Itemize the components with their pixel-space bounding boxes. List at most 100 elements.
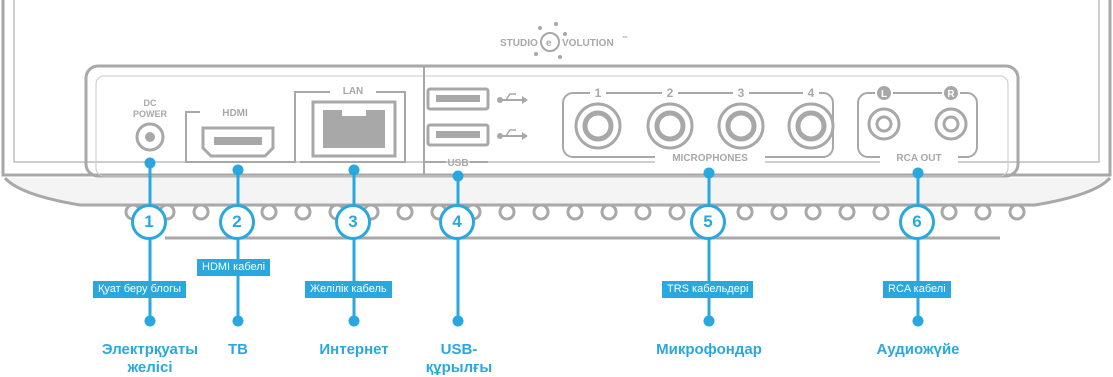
usb-port-1	[426, 87, 490, 111]
callout-number-2: 2	[219, 204, 255, 240]
device-foot	[3, 176, 1112, 207]
rca-jack-right-inner	[942, 115, 960, 133]
mic-jack-1-inner	[582, 110, 614, 142]
cable-label-trs: TRS кабельдері	[662, 281, 754, 298]
brand-dot	[554, 22, 558, 26]
vent-dot	[498, 203, 516, 221]
mic-jack-4-inner	[795, 110, 827, 142]
dc-power-port	[135, 122, 165, 152]
hdmi-port	[201, 126, 275, 158]
usb-symbol-icon	[497, 129, 528, 140]
lan-port-inner	[323, 110, 385, 148]
connector-dot-top-4	[452, 170, 464, 182]
hdmi-label-bg	[213, 107, 257, 117]
vent-dot	[1008, 203, 1026, 221]
vent-dot	[192, 203, 210, 221]
destination-usb-device: USB-құрылғы	[425, 341, 493, 376]
usb-port-2	[426, 123, 490, 147]
usb-port-1-tongue	[436, 95, 480, 102]
callout-number-5: 5	[690, 204, 726, 240]
cable-label-network: Желілік кабель	[305, 281, 392, 298]
vent-dot	[668, 203, 686, 221]
mic-jack-4	[787, 102, 835, 150]
connector-dot-bottom-1	[144, 315, 156, 327]
vent-dot	[260, 203, 278, 221]
mic-jack-1	[574, 102, 622, 150]
vent-dot	[600, 203, 618, 221]
rca-r-badge	[942, 84, 960, 102]
connector-dot-bottom-5	[703, 315, 715, 327]
vent-dot	[532, 203, 550, 221]
rca-jack-right	[934, 107, 968, 141]
vent-dot	[872, 203, 890, 221]
vent-dot	[770, 203, 788, 221]
vent-dot	[940, 203, 958, 221]
brand-text-left: STUDIO	[500, 38, 538, 49]
vent-dot	[566, 203, 584, 221]
mic-number-4: 4	[808, 86, 815, 100]
hdmi-lan-bracket	[185, 91, 406, 163]
rca-l-letter: L	[881, 89, 887, 100]
connector-dot-bottom-3	[348, 315, 360, 327]
connector-dot-top-5	[703, 167, 715, 179]
mic-jack-3-inner	[725, 110, 757, 142]
mic-number-1: 1	[595, 86, 602, 100]
brand-logo: STUDIO e VOLUTION ™	[500, 22, 628, 59]
vent-dot	[804, 203, 822, 221]
hdmi-label: HDMI	[222, 108, 248, 119]
destination-audio-system: Аудиожүйе	[876, 341, 960, 358]
vent-dot	[974, 203, 992, 221]
mic-label-bg	[655, 150, 765, 164]
rca-l-badge	[875, 84, 893, 102]
callout-number-1: 1	[131, 204, 167, 240]
rca-out-label: RCA OUT	[896, 153, 941, 164]
device-inner-outline	[13, 0, 1100, 163]
dc-label-line1: DC	[144, 98, 157, 108]
destination-microphones: Микрофондар	[656, 341, 762, 358]
lan-label-bg	[330, 82, 376, 96]
cable-label-power: Қуат беру блогы	[93, 281, 186, 298]
callout-number-4: 4	[439, 204, 475, 240]
brand-e-mark: e	[546, 38, 552, 49]
vent-dot	[396, 203, 414, 221]
mic-jack-2	[646, 102, 694, 150]
lan-port	[311, 100, 397, 158]
mic-number-2: 2	[667, 86, 674, 100]
connector-dot-bottom-2	[232, 315, 244, 327]
brand-dot	[558, 55, 562, 59]
microphones-label: MICROPHONES	[672, 153, 748, 164]
dc-label-line2: POWER	[133, 109, 168, 119]
connector-dot-top-1	[144, 157, 156, 169]
connector-dot-top-3	[348, 164, 360, 176]
connector-dot-bottom-4	[452, 315, 464, 327]
brand-e-circle	[540, 32, 560, 52]
usb-symbol-icon	[497, 93, 528, 104]
brand-dot	[534, 52, 538, 56]
destination-power-grid: Электрқуаты желісі	[101, 341, 199, 376]
rca-label-bg	[880, 150, 958, 164]
dc-power-pin	[145, 132, 155, 142]
hdmi-port-pins	[214, 137, 262, 145]
callout-number-3: 3	[335, 204, 371, 240]
brand-dot	[538, 26, 542, 30]
vent-dot	[634, 203, 652, 221]
usb-port-2-tongue	[436, 131, 480, 138]
mic-jack-3	[717, 102, 765, 150]
destination-internet: Интернет	[319, 341, 389, 358]
callout-number-6: 6	[899, 204, 935, 240]
mic-jack-2-inner	[654, 110, 686, 142]
vent-dot	[294, 203, 312, 221]
rca-jack-left-inner	[875, 115, 893, 133]
connector-dot-top-6	[912, 167, 924, 179]
vent-dots	[124, 203, 1026, 221]
destination-tv: ТВ	[228, 341, 248, 358]
vent-dot	[736, 203, 754, 221]
cable-label-hdmi: HDMI кабелі	[197, 259, 271, 276]
rca-r-letter: R	[947, 89, 955, 100]
connector-dot-top-2	[232, 164, 244, 176]
lan-label: LAN	[343, 86, 364, 97]
brand-text-right: VOLUTION	[562, 38, 614, 49]
vent-dot	[838, 203, 856, 221]
